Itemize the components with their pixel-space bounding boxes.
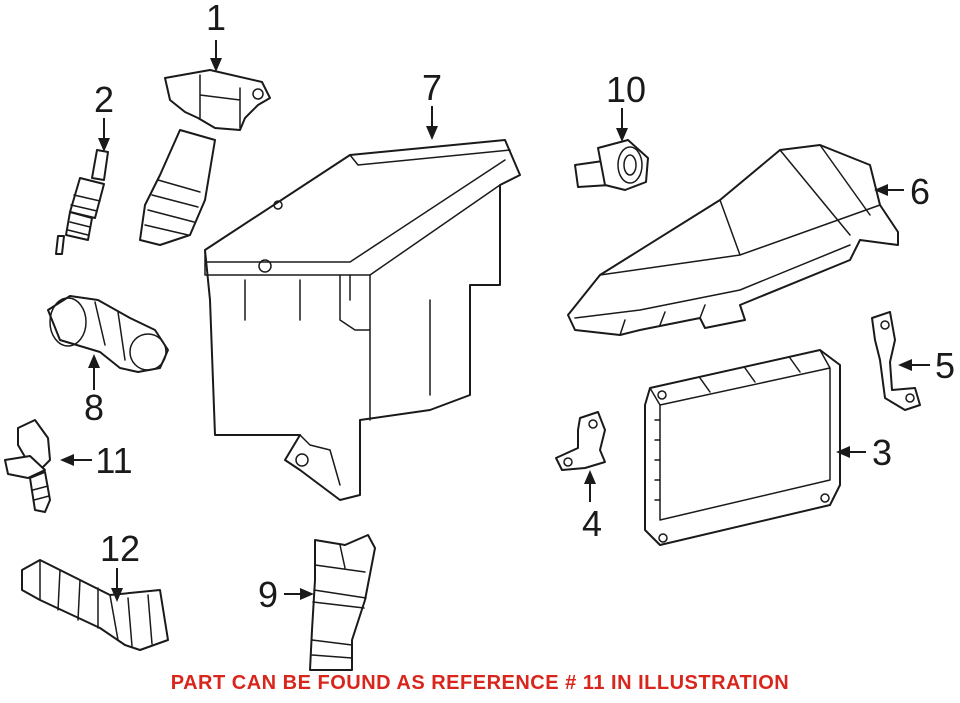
leader-lines [60, 40, 930, 602]
part-1-ignition-coil [139, 69, 271, 246]
part-3-ecu-module [644, 349, 841, 546]
callout-6: 6 [910, 171, 930, 212]
callout-2: 2 [94, 79, 114, 120]
part-2-spark-plug [55, 149, 109, 255]
callout-12: 12 [100, 528, 140, 569]
part-7-battery-tray [204, 139, 521, 501]
callout-3: 3 [872, 432, 892, 473]
part-9-sensor [309, 534, 376, 671]
part-6-ecu-cover [567, 144, 899, 336]
callout-1: 1 [206, 0, 226, 38]
callout-7: 7 [422, 67, 442, 108]
callout-11: 11 [95, 440, 132, 481]
callout-4: 4 [582, 503, 602, 544]
callout-8: 8 [84, 387, 104, 428]
reference-note: PART CAN BE FOUND AS REFERENCE # 11 IN I… [170, 672, 790, 694]
part-5-bracket [871, 311, 921, 411]
part-12-sensor [21, 559, 169, 651]
callout-labels: 1 2 7 10 6 8 5 3 4 11 12 9 [84, 0, 955, 615]
callout-5: 5 [935, 345, 955, 386]
callout-10: 10 [606, 69, 646, 110]
part-4-bracket [555, 411, 606, 471]
part-8-hose [47, 295, 169, 373]
part-10-sensor [574, 139, 649, 191]
part-11-sensor [4, 419, 51, 513]
callout-9: 9 [258, 574, 278, 615]
